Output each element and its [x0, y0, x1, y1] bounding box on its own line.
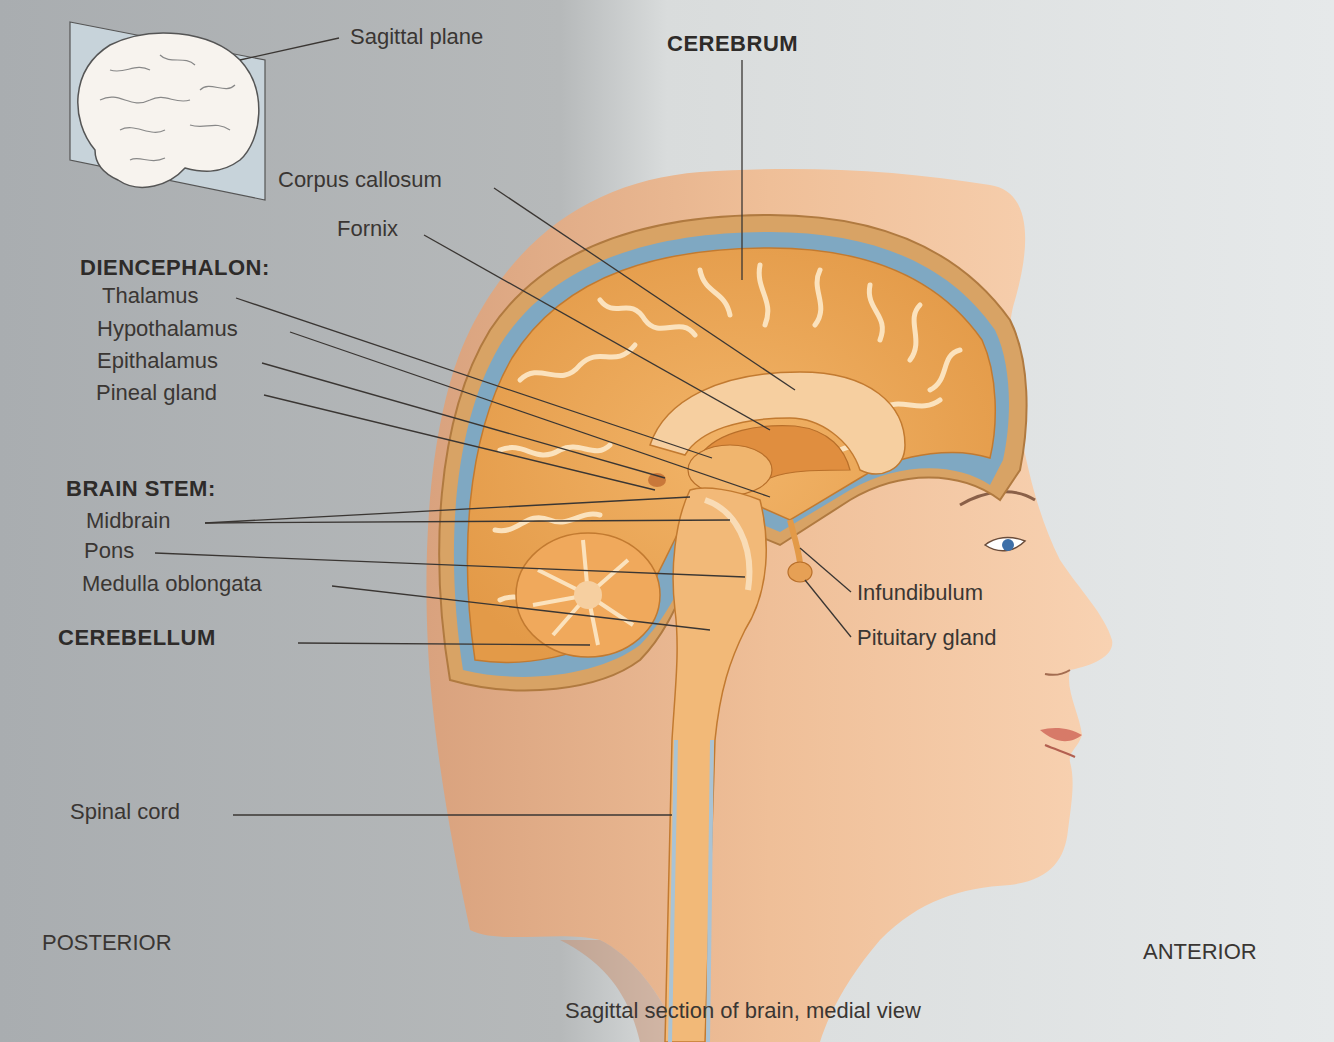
part-label: POSTERIOR — [42, 930, 172, 956]
region-heading: CEREBRUM — [667, 31, 798, 57]
figure-caption: Sagittal section of brain, medial view — [565, 998, 921, 1024]
part-label: Pons — [84, 538, 134, 564]
part-label: Epithalamus — [97, 348, 218, 374]
part-label: Medulla oblongata — [82, 571, 262, 597]
part-label: Infundibulum — [857, 580, 983, 606]
head-silhouette — [426, 169, 1112, 1042]
part-label: Spinal cord — [70, 799, 180, 825]
leader-lines — [155, 38, 851, 815]
part-label: Midbrain — [86, 508, 170, 534]
sagittal-inset — [70, 22, 265, 200]
part-label: Sagittal plane — [350, 24, 483, 50]
part-label: Pineal gland — [96, 380, 217, 406]
region-heading: DIENCEPHALON: — [80, 255, 270, 281]
part-label: ANTERIOR — [1143, 939, 1257, 965]
part-label: Corpus callosum — [278, 167, 442, 193]
part-label: Hypothalamus — [97, 316, 238, 342]
cerebellum — [516, 533, 660, 657]
part-label: Pituitary gland — [857, 625, 996, 651]
region-heading: CEREBELLUM — [58, 625, 216, 651]
region-heading: BRAIN STEM: — [66, 476, 216, 502]
part-label: Fornix — [337, 216, 398, 242]
part-label: Thalamus — [102, 283, 199, 309]
brainstem — [665, 488, 766, 1042]
